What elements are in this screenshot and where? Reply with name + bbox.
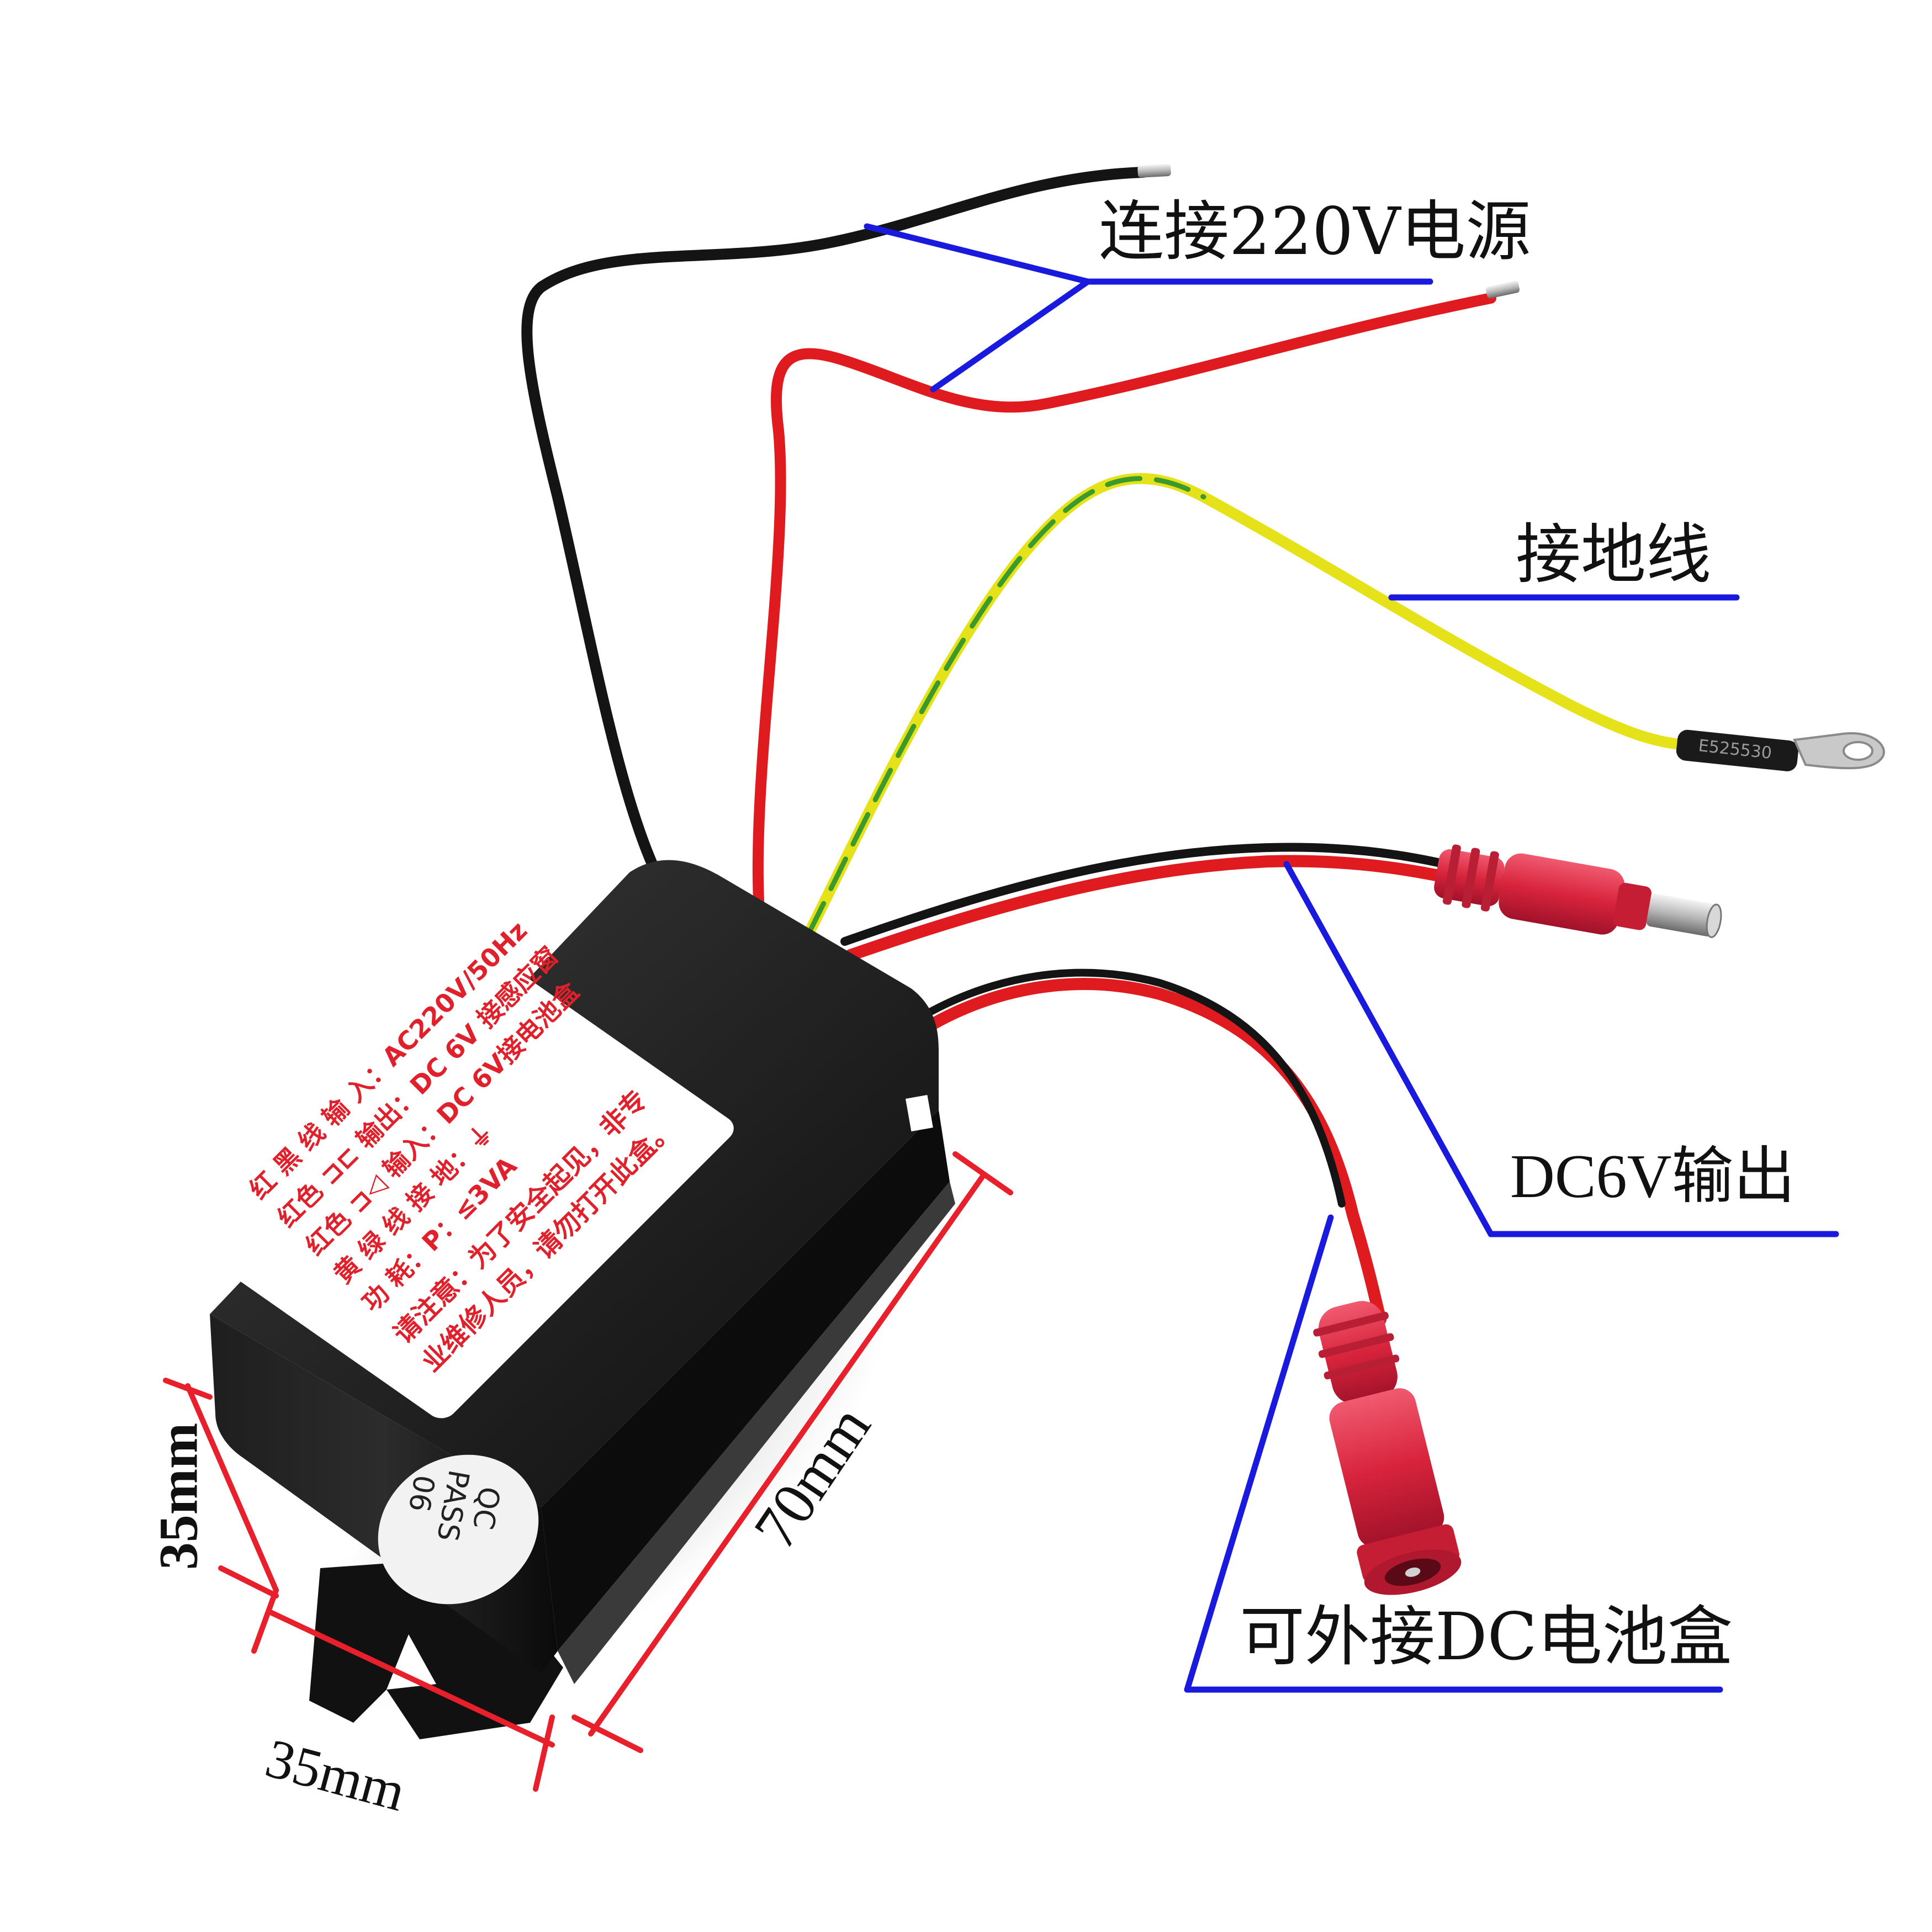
pointer-lines — [864, 223, 1839, 1693]
battery-connector — [1313, 1301, 1462, 1595]
qc-line-1: QC — [466, 1484, 506, 1532]
dc-output-connector — [1434, 844, 1722, 938]
callout-battery-box: 可外接DC电池盒 — [1240, 1598, 1733, 1675]
wire-battery-black — [921, 968, 1346, 1208]
svg-text:QC PASS 06: QC PASS 06 — [396, 1462, 508, 1558]
wire-dc-out-black — [840, 843, 1506, 946]
wire-ground-stripe — [806, 476, 1206, 936]
wire-black-tip — [1137, 164, 1171, 178]
wire-battery-red — [922, 978, 1386, 1326]
dimension-height-label: 35mm — [147, 1422, 209, 1570]
power-module-housing: 红 黑 线 输 入：AC220V/50Hz 红色 ⊐⊏ 输出：DC 6V 接感应… — [174, 860, 955, 1739]
callout-ground-wire: 接地线 — [1516, 516, 1712, 592]
ring-terminal: E525530 — [1676, 729, 1885, 771]
wire-red-ac — [752, 293, 1496, 917]
qc-sticker: QC PASS 06 — [378, 1454, 539, 1605]
qc-line-3: 06 — [402, 1473, 441, 1515]
wire-black-ac — [521, 167, 1148, 911]
wire-dc-out-red — [844, 855, 1508, 961]
callout-220v-power: 连接220V电源 — [1099, 193, 1531, 269]
dimension-lines — [163, 1151, 1013, 1792]
callout-dc6v-output: DC6V输出 — [1510, 1142, 1796, 1211]
wire-red-tip — [1486, 280, 1520, 299]
